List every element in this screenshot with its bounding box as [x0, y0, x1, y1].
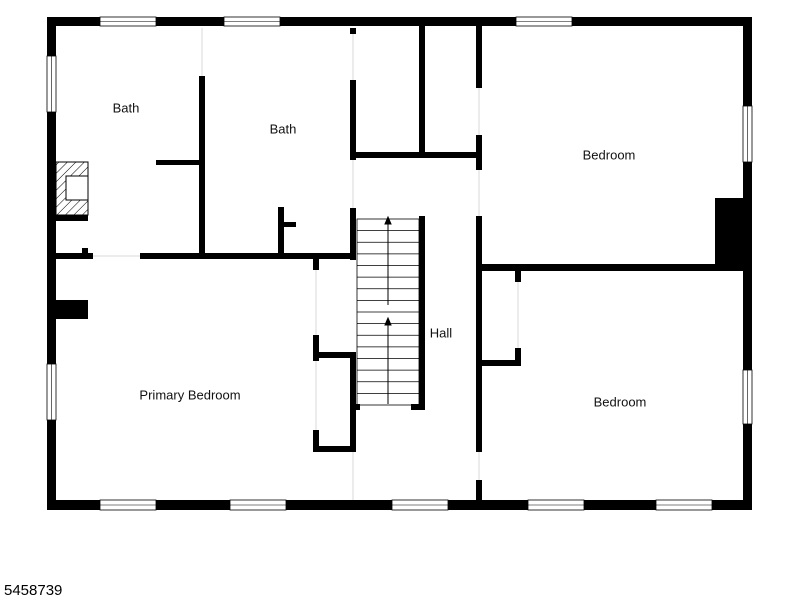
stair-direction-arrows	[384, 215, 392, 404]
room-label-bath-center: Bath	[269, 121, 297, 137]
windows	[46, 16, 753, 511]
room-label-hall: Hall	[429, 325, 453, 341]
fireplace	[55, 161, 89, 216]
window-center-lines	[51, 21, 748, 506]
exterior-walls	[47, 17, 752, 510]
room-label-bath-left: Bath	[112, 100, 140, 116]
room-label-bedroom-lower: Bedroom	[593, 394, 647, 410]
chimney-blocks	[56, 198, 748, 319]
room-label-bedroom-upper: Bedroom	[582, 147, 636, 163]
door-openings	[93, 28, 519, 500]
interior-walls	[56, 26, 749, 504]
room-label-primary-bedroom: Primary Bedroom	[139, 387, 241, 403]
listing-number: 5458739	[4, 582, 63, 599]
